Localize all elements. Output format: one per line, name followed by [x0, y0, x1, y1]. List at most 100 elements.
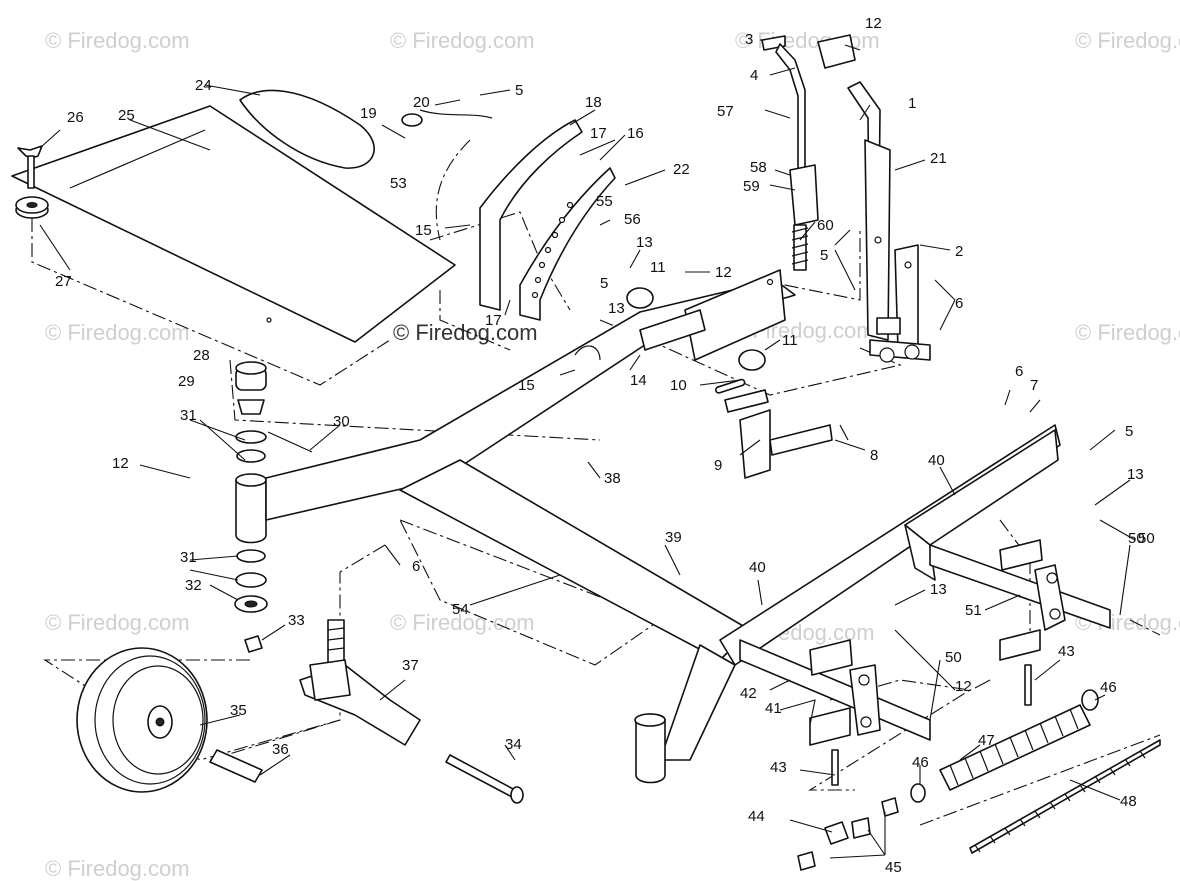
lift-linkage: [714, 378, 849, 479]
callout: 5: [1125, 423, 1133, 440]
watermark: © Firedog.com: [45, 28, 190, 53]
callout: 24: [195, 77, 212, 94]
callout: 12: [865, 15, 882, 32]
callout: 29: [178, 373, 195, 390]
caster-yoke: [299, 619, 421, 746]
callout: 53: [390, 175, 407, 192]
callout: 30: [333, 413, 350, 430]
callout: 13: [930, 581, 947, 598]
callout: 50: [1138, 530, 1155, 547]
callout: 44: [748, 808, 765, 825]
axle-bolt: [445, 754, 524, 804]
front-axle: [739, 639, 931, 746]
callout: 54: [452, 601, 469, 618]
callout: 48: [1120, 793, 1137, 810]
callout: 7: [1030, 377, 1038, 394]
callout: 12: [715, 264, 732, 281]
callout: 9: [714, 457, 722, 474]
callout: 13: [636, 234, 653, 251]
hardware-bolts-nuts: [244, 635, 1032, 871]
callout: 37: [402, 657, 419, 674]
callout: 6: [412, 558, 420, 575]
callout: 38: [604, 470, 621, 487]
callout: 13: [1127, 466, 1144, 483]
callout: 34: [505, 736, 522, 753]
watermark: © Firedog.com: [45, 856, 190, 881]
callout: 2: [955, 243, 963, 260]
callout: 36: [272, 741, 289, 758]
callout: 20: [413, 94, 430, 111]
main-frame: [265, 279, 1061, 784]
callout: 40: [749, 559, 766, 576]
callout: 51: [965, 602, 982, 619]
cam-plate: [639, 269, 786, 361]
lift-spring: [910, 689, 1161, 854]
callout: 6: [1015, 363, 1023, 380]
callout: 59: [743, 178, 760, 195]
callout: 22: [673, 161, 690, 178]
callout: 45: [885, 859, 902, 876]
wing-nut-assembly: [15, 145, 49, 219]
callout: 5: [820, 247, 828, 264]
callout: 16: [627, 125, 644, 142]
leader-lines: [39, 39, 1136, 859]
callout: 50: [945, 649, 962, 666]
watermark: © Firedog.com: [390, 610, 535, 635]
callout: 17: [485, 312, 502, 329]
callout: 32: [185, 577, 202, 594]
callout: 39: [665, 529, 682, 546]
lift-lever: [817, 34, 931, 363]
callout: 17: [590, 125, 607, 142]
caster-wheel: [76, 647, 263, 793]
callout: 42: [740, 685, 757, 702]
callout: 3: [745, 31, 753, 48]
callout: 60: [817, 217, 834, 234]
watermark: © Firedog.com: [1075, 320, 1180, 345]
callout: 41: [765, 700, 782, 717]
callout: 56: [624, 211, 641, 228]
callout: 15: [518, 377, 535, 394]
caster-pivot-stack: [234, 361, 313, 613]
callout: 46: [1100, 679, 1117, 696]
callout: 21: [930, 150, 947, 167]
callout: 31: [180, 407, 197, 424]
callout: 28: [193, 347, 210, 364]
bushings: [574, 287, 766, 371]
callout: 58: [750, 159, 767, 176]
callout: 19: [360, 105, 377, 122]
callout: 8: [870, 447, 878, 464]
lever-handle: [761, 35, 819, 271]
callout: 1: [908, 95, 916, 112]
watermark-center: © Firedog.com: [393, 320, 538, 345]
callout: 26: [67, 109, 84, 126]
watermark: © Firedog.com: [45, 610, 190, 635]
callout: 31: [180, 549, 197, 566]
callout-labels: 1 2 3 4 5 5 5 5 6 6 6 7 8 9 10 11 11 12 …: [55, 15, 1155, 876]
callout: 14: [630, 372, 647, 389]
callout: 11: [650, 259, 666, 276]
callout: 6: [955, 295, 963, 312]
callout: 43: [1058, 643, 1075, 660]
callout: 25: [118, 107, 135, 124]
watermark: © Firedog.com: [45, 320, 190, 345]
callout: 15: [415, 222, 432, 239]
callout: 27: [55, 273, 72, 290]
callout: 18: [585, 94, 602, 111]
callout: 33: [288, 612, 305, 629]
callout: 50: [1128, 530, 1145, 547]
callout: 40: [928, 452, 945, 469]
callout: 55: [596, 193, 613, 210]
callout: 10: [670, 377, 687, 394]
callout: 4: [750, 67, 758, 84]
callout: 5: [515, 82, 523, 99]
height-segment-plates: [401, 109, 616, 321]
callout: 47: [978, 732, 995, 749]
watermark-layer: © Firedog.com © Firedog.com © Firedog.co…: [45, 28, 1180, 881]
callout: 57: [717, 103, 734, 120]
callout: 12: [112, 455, 129, 472]
watermark: © Firedog.com: [1075, 28, 1180, 53]
watermark: © Firedog.com: [390, 28, 535, 53]
callout: 12: [955, 678, 972, 695]
callout: 11: [782, 332, 798, 349]
